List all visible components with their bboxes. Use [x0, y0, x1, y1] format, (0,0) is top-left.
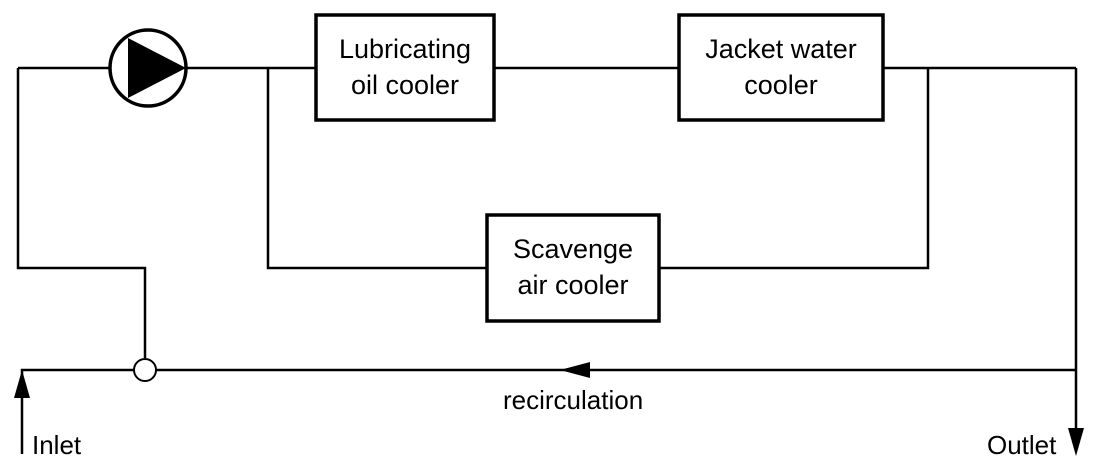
inlet-arrowhead [14, 370, 30, 398]
left-feed-pipe [16, 68, 147, 358]
lubricating-label-line1: Lubricating [339, 34, 471, 64]
recirculation-label: recirculation [503, 385, 643, 415]
jacket-label-line2: cooler [744, 70, 818, 100]
lubricating-oil-cooler-box: Lubricating oil cooler [314, 13, 496, 122]
recirculation-arrowhead [560, 362, 590, 378]
outlet-label: Outlet [987, 430, 1057, 460]
lubricating-label-line2: oil cooler [351, 70, 459, 100]
scavenge-branch-left [266, 68, 487, 270]
jacket-label-line1: Jacket water [705, 34, 857, 64]
inlet-label: Inlet [32, 430, 82, 460]
scavenge-label-line2: air cooler [517, 270, 628, 300]
scavenge-branch-right [659, 68, 930, 270]
jacket-water-cooler-box: Jacket water cooler [677, 13, 885, 122]
mixing-valve [133, 358, 157, 382]
scavenge-air-cooler-box: Scavenge air cooler [485, 213, 661, 323]
pump-icon [108, 28, 188, 108]
scavenge-label-line1: Scavenge [513, 234, 633, 264]
outlet-arrowhead [1068, 428, 1084, 456]
